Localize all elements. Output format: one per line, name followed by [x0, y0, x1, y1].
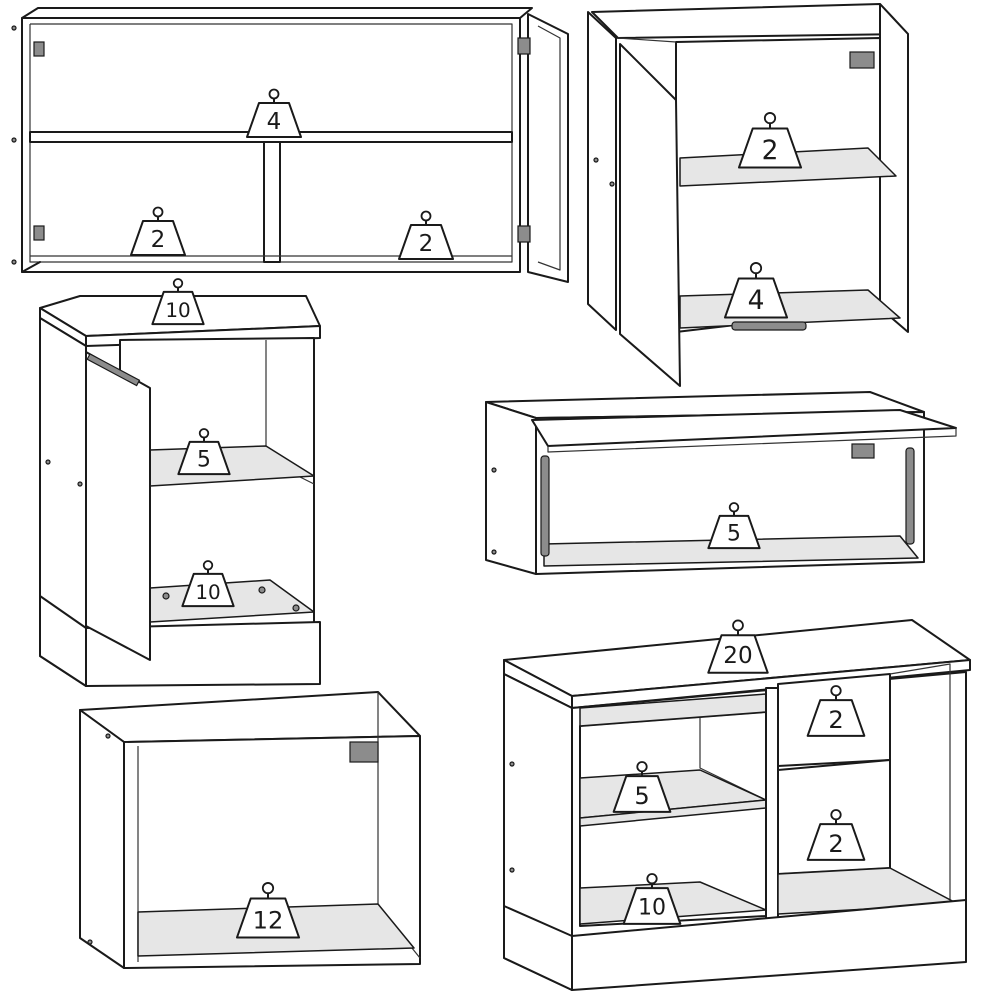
weight-ring-icon [172, 278, 184, 289]
base-cabinet-double-load-worktop: 20 [707, 619, 769, 674]
weight-label: 12 [253, 906, 284, 934]
weight-icon [806, 699, 866, 737]
weight-ring-icon [198, 428, 210, 439]
wall-cabinet-wide-load-bottom-left: 2 [130, 206, 186, 256]
weight-icon [737, 127, 803, 169]
weight-label: 5 [634, 782, 649, 810]
weight-label: 2 [419, 231, 434, 257]
base-cabinet-double-load-drawer-upper: 2 [806, 685, 866, 737]
weight-label: 10 [638, 896, 666, 921]
weight-label: 5 [727, 521, 741, 546]
wall-cabinet-lift-up [485, 391, 957, 575]
weight-ring-icon [636, 761, 648, 773]
weight-ring-icon [646, 873, 658, 885]
weight-label: 20 [723, 643, 752, 669]
wall-cabinet-single-door [587, 3, 909, 387]
base-cabinet-double-load-drawer-lower: 2 [806, 809, 866, 861]
base-cabinet-single-door [39, 295, 321, 687]
weight-ring-icon [732, 619, 744, 632]
open-box-cabinet [79, 691, 421, 969]
weight-label: 10 [165, 298, 190, 322]
weight-icon [177, 440, 231, 476]
weight-ring-icon [420, 210, 432, 222]
weight-ring-icon [728, 502, 740, 513]
weight-icon [707, 634, 769, 674]
weight-icon [398, 224, 454, 260]
weight-label: 2 [151, 227, 166, 253]
base-cabinet-double-load-shelf: 5 [612, 761, 672, 813]
weight-icon [246, 102, 302, 138]
weight-ring-icon [268, 88, 280, 100]
weight-label: 5 [197, 447, 211, 472]
weight-label: 2 [828, 706, 843, 734]
weight-label: 4 [748, 285, 765, 316]
weight-ring-icon [152, 206, 164, 218]
weight-label: 2 [762, 135, 779, 166]
weight-ring-icon [261, 882, 275, 895]
wall-cabinet-wide-load-top-shelf: 4 [246, 88, 302, 138]
weight-icon [181, 572, 235, 608]
weight-icon [235, 897, 301, 939]
load-weights: 4 2 2 2 4 10 5 10 5 12 20 2 5 2 10 [130, 88, 866, 939]
base-cabinet-single-door-load-worktop: 10 [151, 278, 205, 326]
wall-cabinet-wide-load-bottom-right: 2 [398, 210, 454, 260]
base-cabinet-single-door-load-shelf: 5 [177, 428, 231, 476]
wall-cabinet-wide [11, 7, 569, 283]
weight-icon [622, 887, 682, 925]
weight-ring-icon [830, 809, 842, 821]
weight-label: 4 [267, 109, 282, 135]
weight-ring-icon [763, 112, 777, 125]
open-box-cabinet-load-bottom: 12 [235, 882, 301, 939]
wall-cabinet-single-door-load-shelf: 2 [737, 112, 803, 169]
base-cabinet-double [503, 619, 971, 991]
wall-cabinet-lift-up-load-bottom: 5 [707, 502, 761, 550]
weight-icon [151, 290, 205, 326]
weight-icon [130, 220, 186, 256]
base-cabinet-double-load-bottom: 10 [622, 873, 682, 925]
weight-icon [723, 277, 789, 319]
weight-label: 2 [828, 830, 843, 858]
wall-cabinet-single-door-load-bottom: 4 [723, 262, 789, 319]
weight-label: 10 [195, 580, 220, 604]
weight-icon [806, 823, 866, 861]
weight-ring-icon [749, 262, 763, 275]
weight-ring-icon [202, 560, 214, 571]
weight-icon [612, 775, 672, 813]
base-cabinet-single-door-load-bottom: 10 [181, 560, 235, 608]
weight-ring-icon [830, 685, 842, 697]
weight-icon [707, 514, 761, 550]
